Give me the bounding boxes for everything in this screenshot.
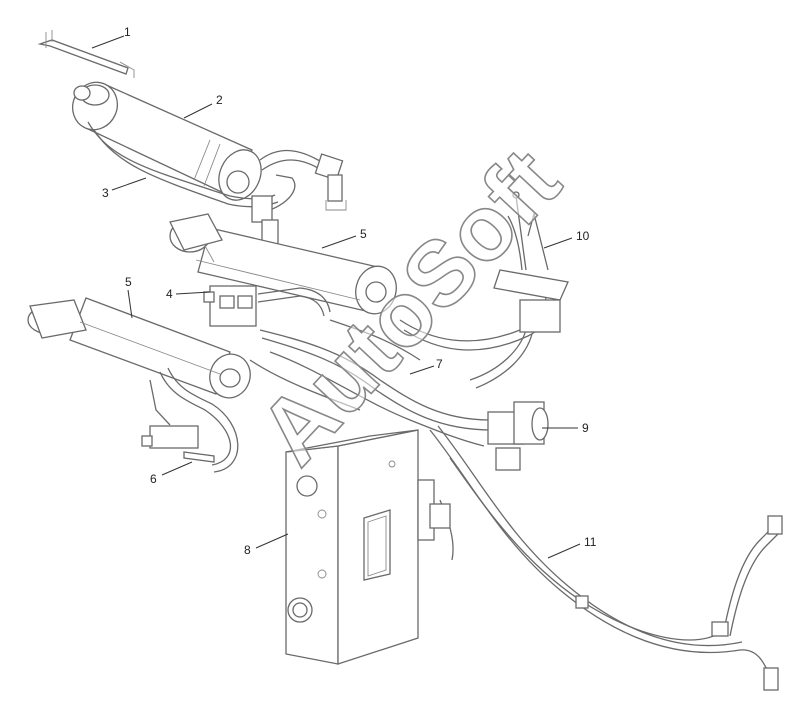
callout-leaders: [91, 35, 581, 559]
callout-3: 3: [102, 186, 109, 200]
callout-8: 8: [244, 543, 251, 557]
control-lever-unit: [493, 191, 569, 333]
fitting-6: [141, 425, 215, 463]
callout-6: 6: [150, 472, 157, 486]
valve-block: [203, 285, 331, 327]
callout-4: 4: [166, 287, 173, 301]
upper-cylinder: [72, 81, 262, 201]
callout-5-upper: 5: [360, 227, 367, 241]
callout-labels: 1 2 3 4 5 5 6 7 8 9 10 11: [102, 25, 597, 557]
bracket-part: [37, 30, 135, 78]
callout-1: 1: [124, 25, 131, 39]
callout-7: 7: [436, 357, 443, 371]
left-cylinder: [27, 297, 251, 399]
callout-10: 10: [576, 229, 590, 243]
pump-9: [487, 401, 549, 471]
long-hoses-11: [429, 425, 783, 691]
callout-11: 11: [584, 535, 597, 549]
hose-group-6: [149, 367, 239, 473]
callout-5-left: 5: [125, 275, 132, 289]
callout-2: 2: [216, 93, 223, 107]
middle-cylinder: [169, 213, 397, 315]
callout-9: 9: [582, 421, 589, 435]
